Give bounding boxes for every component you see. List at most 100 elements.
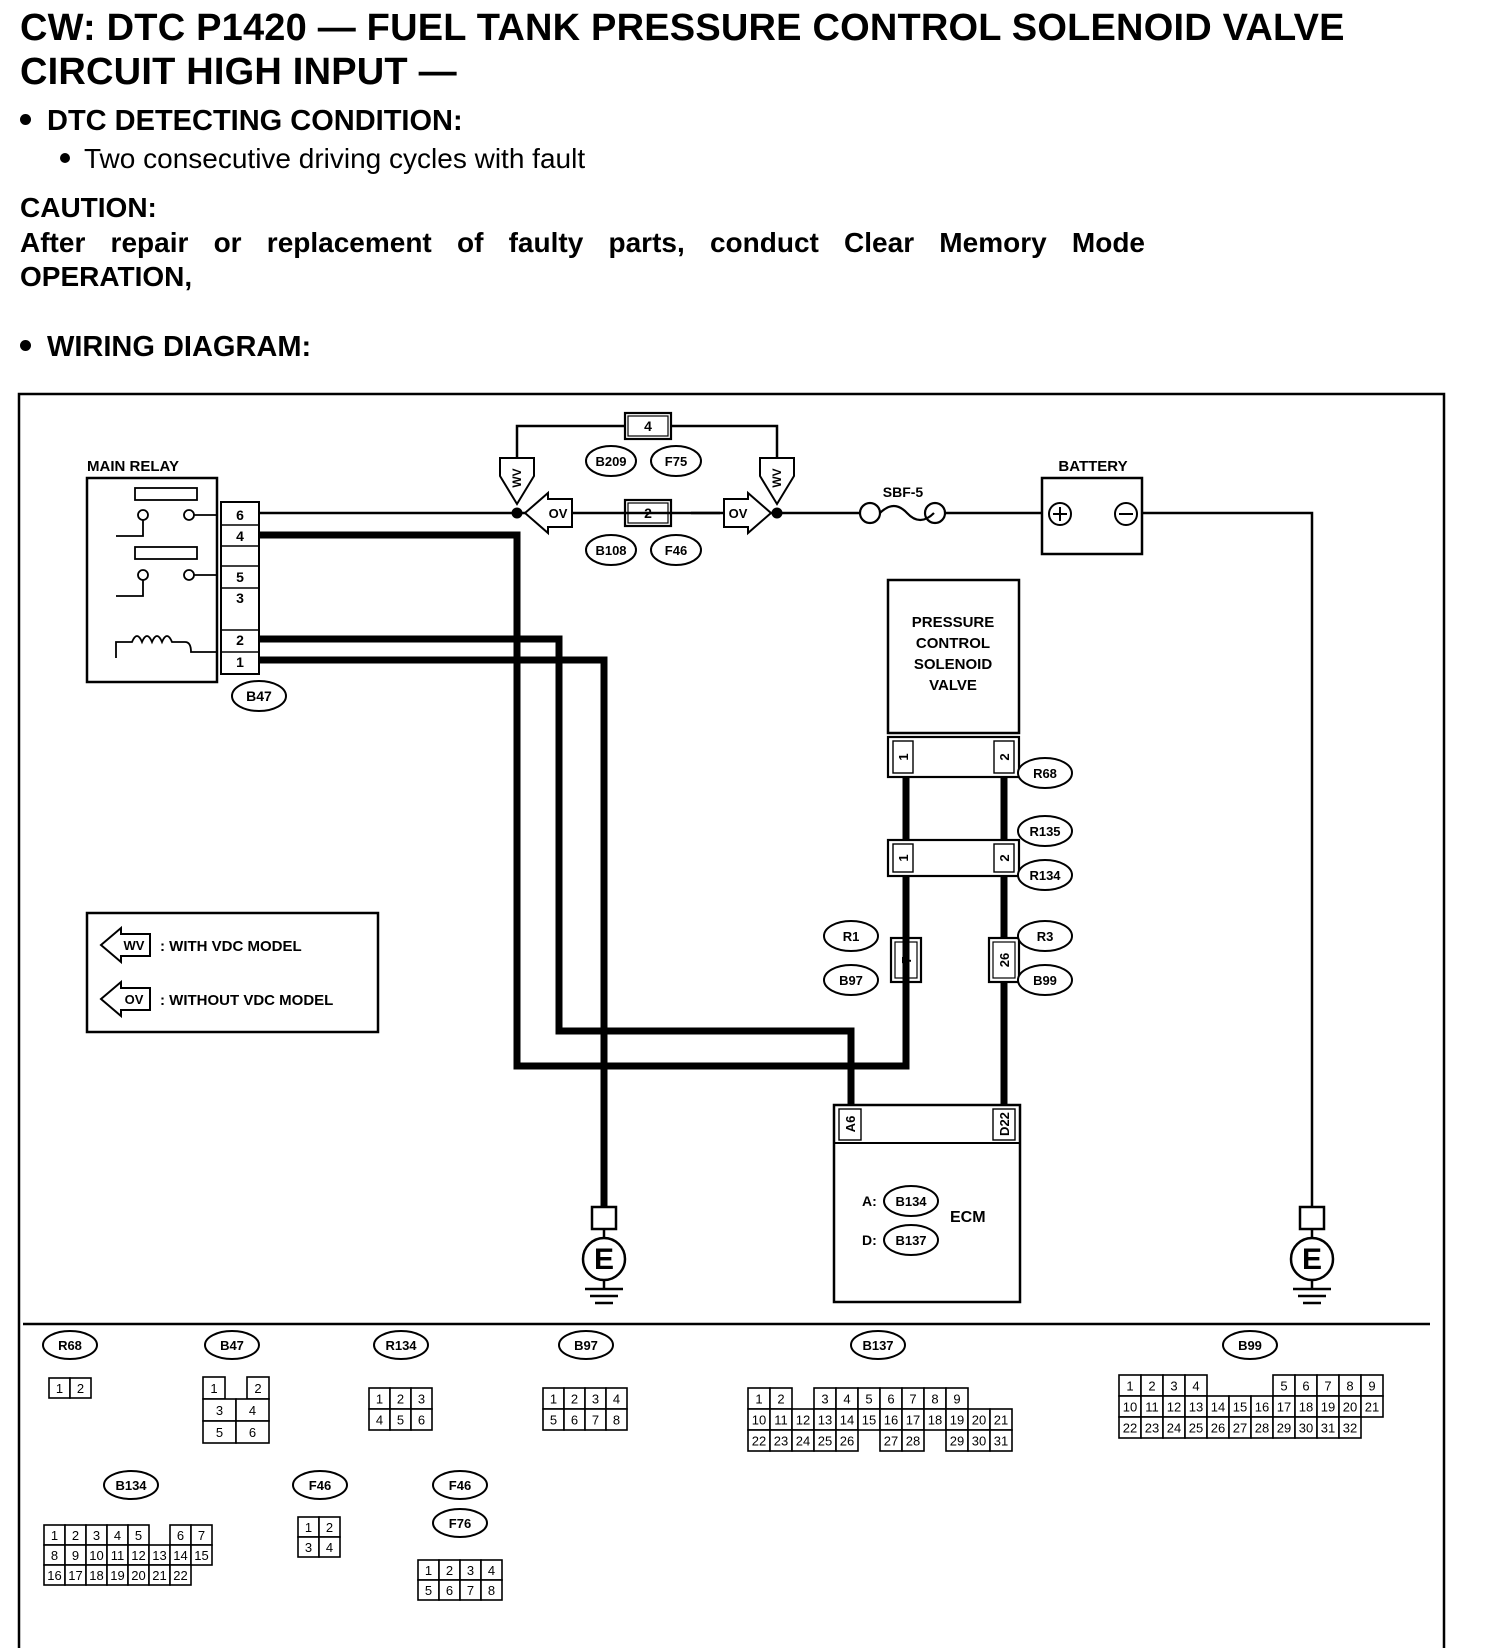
fuse-symbol	[858, 501, 947, 525]
main-relay-pin-dividers	[221, 524, 259, 653]
connector-r134-label: R134	[1029, 868, 1061, 883]
pin-label: 2	[446, 1563, 453, 1578]
inline-pin-label: 2	[997, 854, 1012, 861]
connector-r1-label: R1	[843, 929, 860, 944]
dtc-condition-heading-text: DTC DETECTING CONDITION:	[47, 105, 463, 137]
pin-label: 2	[326, 1520, 333, 1535]
legend-ov-tag-label: OV	[125, 992, 144, 1007]
ecm-pin-d22-label: D22	[997, 1112, 1012, 1136]
pin-label: 6	[887, 1392, 894, 1407]
connector-name-oval	[42, 1330, 98, 1360]
pin-label: 31	[994, 1434, 1008, 1449]
pin-label: 23	[1145, 1421, 1159, 1436]
valve-label-line: PRESSURE	[912, 614, 995, 631]
wv-tag-label: WV	[770, 468, 784, 487]
battery-box	[1040, 476, 1144, 556]
pin-label: 1	[56, 1381, 63, 1396]
pin-cell	[901, 1429, 925, 1452]
relay-connector-label: B47	[246, 688, 272, 704]
pin-label: 1	[51, 1528, 58, 1543]
pin-label: 28	[1255, 1421, 1269, 1436]
ecm-label: ECM	[950, 1209, 986, 1226]
valve-pin-label: 1	[896, 753, 911, 760]
pin-label: 20	[972, 1413, 986, 1428]
pin-label: 24	[1167, 1421, 1181, 1436]
diagram-frame	[17, 392, 1446, 1648]
ground-symbol-right	[1289, 1205, 1335, 1305]
pin-label: 15	[194, 1548, 208, 1563]
oval-b47	[231, 680, 287, 712]
pin-label: 19	[110, 1568, 124, 1583]
oval-r68	[1017, 757, 1073, 789]
connector-name-label: F46	[449, 1478, 471, 1493]
wiring-diagram-heading-text: WIRING DIAGRAM:	[47, 331, 312, 363]
ground-label-left: E	[594, 1243, 614, 1276]
pin-label: 6	[1302, 1379, 1309, 1394]
pin-cell	[235, 1420, 270, 1444]
dtc-condition-heading: DTC DETECTING CONDITION:	[20, 104, 463, 138]
pin-label: 3	[467, 1563, 474, 1578]
pin-label: 2	[397, 1392, 404, 1407]
ov-tag-right	[723, 490, 773, 536]
pin-label: 11	[111, 1548, 125, 1563]
pin-label: 21	[994, 1413, 1008, 1428]
pin-label: 30	[1299, 1421, 1313, 1436]
bullet-icon	[20, 113, 31, 125]
pin-label: 1	[425, 1563, 432, 1578]
pin-cell	[480, 1579, 503, 1601]
pin-label: 5	[216, 1425, 223, 1440]
ecm-pin-a6-label: A6	[843, 1116, 858, 1133]
legend-wv-tag-icon	[99, 925, 151, 965]
connector-b209-label: B209	[595, 454, 626, 469]
oval-r1	[823, 920, 879, 952]
pin-label: 3	[592, 1392, 599, 1407]
pin-label: 14	[173, 1548, 187, 1563]
wv-tag-left	[499, 457, 535, 506]
pin-label: 2	[254, 1381, 261, 1396]
pin-label: 20	[131, 1568, 145, 1583]
relay-pin-label: 6	[236, 507, 244, 523]
wv-tag-right	[759, 457, 795, 506]
connector-r3-b99-box	[987, 936, 1021, 984]
pin-label: 8	[931, 1392, 938, 1407]
connector-name-label: F76	[449, 1516, 471, 1531]
ecm-a-connector-label: B134	[895, 1194, 927, 1209]
connector-r3-label: R3	[1037, 929, 1054, 944]
pin-label: 4	[326, 1540, 333, 1555]
pin-cell	[989, 1429, 1013, 1452]
pin-label: 1	[210, 1381, 217, 1396]
oval-b137	[883, 1224, 939, 1256]
valve-connector-r68	[886, 735, 1021, 779]
pin-cell	[605, 1408, 628, 1431]
pin-cell	[318, 1536, 341, 1558]
pin-label: 3	[216, 1403, 223, 1418]
oval-r3	[1017, 920, 1073, 952]
right-pin-label: 26	[997, 953, 1012, 967]
valve-label-line: SOLENOID	[914, 656, 993, 673]
connector-name-oval	[103, 1470, 159, 1500]
main-relay-label: MAIN RELAY	[87, 458, 179, 475]
pin-label: 18	[89, 1568, 103, 1583]
pin-cell	[835, 1429, 859, 1452]
connector-b97-label: B97	[839, 973, 863, 988]
pin-label: 3	[305, 1540, 312, 1555]
pin-label: 1	[1126, 1379, 1133, 1394]
connector-r1-b97-box	[889, 936, 923, 984]
caution-text: After repair or replacement of faulty pa…	[20, 227, 1145, 292]
pin-label: 21	[1365, 1400, 1379, 1415]
pin-label: 9	[72, 1548, 79, 1563]
pin-label: 12	[796, 1413, 810, 1428]
ov-tag-label: OV	[549, 506, 568, 521]
pin-label: 1	[305, 1520, 312, 1535]
wire-battery-to-ground	[1143, 511, 1314, 1207]
pin-label: 6	[571, 1413, 578, 1428]
battery-terminals	[1048, 502, 1138, 526]
pin-label: 16	[884, 1413, 898, 1428]
legend-box	[85, 911, 380, 1034]
wire-relay-2-to-ecm	[259, 635, 855, 1105]
